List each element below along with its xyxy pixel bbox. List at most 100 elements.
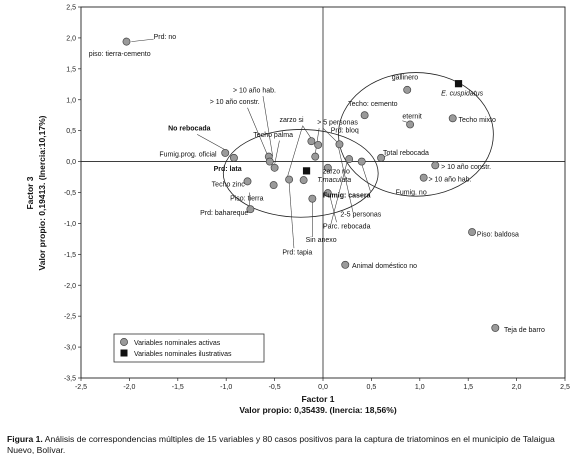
x-tick-label: -2,5 xyxy=(75,384,87,391)
active-variable-point xyxy=(448,114,457,123)
point-label: zarzo si xyxy=(279,117,304,124)
active-variable-point xyxy=(491,323,500,332)
leader-line xyxy=(288,182,295,249)
active-variable-point xyxy=(307,137,316,146)
active-variable-point xyxy=(431,161,440,170)
y-axis-title: Factor 3 xyxy=(25,176,35,209)
point-label: Fumig.prog. oficial xyxy=(159,152,217,159)
active-variable-point xyxy=(323,163,332,172)
point-label: Prd: bloq xyxy=(331,128,359,135)
point-labels: Prd: no piso: tierra-cemento > 10 año hab.… xyxy=(89,34,545,334)
leader-line xyxy=(338,147,354,213)
leader-line xyxy=(286,125,303,178)
leader-line xyxy=(361,163,371,192)
y-tick-label: 0,0 xyxy=(66,159,76,166)
leader-line xyxy=(302,125,312,139)
y-tick-label: 1,0 xyxy=(66,97,76,104)
point-label: T.maculata xyxy=(317,177,351,184)
correspondence-analysis-chart: Prd: no piso: tierra-cemento > 10 año hab.… xyxy=(25,5,570,416)
point-label: eternit xyxy=(402,113,422,120)
point-label: zarzo no xyxy=(323,168,350,175)
x-tick-label: 0,5 xyxy=(367,384,377,391)
group-ellipses xyxy=(222,72,494,218)
point-label: gallinero xyxy=(392,74,419,81)
point-label: Prd: lata xyxy=(214,166,242,173)
point-label: Techo zinc xyxy=(212,181,246,188)
caption-text: Análisis de correspondencias múltiples d… xyxy=(7,434,555,455)
point-label: > 10 año hab. xyxy=(233,87,276,94)
x-tick-label: -1,0 xyxy=(220,384,232,391)
active-variable-point xyxy=(269,181,278,190)
legend-label-illustrative: Variables nominales ilustrativas xyxy=(134,351,232,358)
x-tick-label: 2,5 xyxy=(560,384,570,391)
x-tick-label: -2,0 xyxy=(123,384,135,391)
point-label: Techo mixto xyxy=(459,117,496,124)
x-tick-label: 1,0 xyxy=(415,384,425,391)
point-label: Teja de barro xyxy=(504,327,545,334)
y-tick-label: 0,5 xyxy=(66,128,76,135)
point-label: Prd: no xyxy=(154,34,177,41)
active-variable-point xyxy=(335,140,344,149)
legend-box xyxy=(113,333,265,363)
point-label: Techo: cemento xyxy=(348,101,398,108)
y-tick-label: 2,0 xyxy=(66,35,76,42)
group-ellipse xyxy=(222,129,379,218)
leader-line xyxy=(329,195,337,223)
y-tick-label: 1,5 xyxy=(66,66,76,73)
group-ellipse xyxy=(338,72,494,197)
x-tick-label: -1,5 xyxy=(172,384,184,391)
illustrative-variable-point xyxy=(302,167,311,175)
active-variable-point xyxy=(308,194,317,203)
point-label: Piso: baldosa xyxy=(477,231,519,238)
active-variable-point xyxy=(243,177,252,186)
illustrative-variable-point xyxy=(454,80,463,88)
point-label: Animal doméstico no xyxy=(352,263,417,270)
x-axis-subtitle: Valor propio: 0,35439. (Inercia: 18,56%) xyxy=(239,405,396,415)
y-tick-label: -2,5 xyxy=(64,314,76,321)
leader-line xyxy=(197,134,226,151)
active-variable-point xyxy=(406,120,415,129)
point-label: Prd: bahareque xyxy=(200,210,248,217)
leader-line xyxy=(274,140,280,165)
point-label: piso: tierra-cemento xyxy=(89,51,151,58)
y-tick-label: -1,0 xyxy=(64,221,76,228)
y-tick-label: -3,0 xyxy=(64,345,76,352)
point-label: 2-5 personas xyxy=(340,212,381,219)
x-axis-title: Factor 1 xyxy=(301,394,334,404)
y-tick-label: -1,5 xyxy=(64,252,76,259)
figure-caption: Figura 1. Análisis de correspondencias m… xyxy=(7,434,573,456)
x-tick-label: -0,5 xyxy=(269,384,281,391)
legend-circle-icon xyxy=(120,338,128,346)
active-variable-point xyxy=(341,260,350,269)
active-variable-point xyxy=(246,205,255,214)
active-variable-point xyxy=(360,111,369,120)
active-variable-point xyxy=(122,37,131,46)
point-label: > 10 año hab. xyxy=(429,176,472,183)
axis-ticks: -2,5 -2,0 -1,5 -1,0 -0,5 0,0 0,5 1,0 1,5 2,0 2,5 2,… xyxy=(64,5,570,392)
y-tick-label: 2,5 xyxy=(66,5,76,12)
active-variable-point xyxy=(403,85,412,94)
active-variable-point xyxy=(357,157,366,166)
active-variable-point xyxy=(314,140,323,149)
point-label: Total rebocada xyxy=(383,150,429,157)
point-label: E. cuspidatus xyxy=(441,90,484,97)
point-label: Techo palma xyxy=(253,132,293,139)
active-variable-point xyxy=(299,176,308,185)
legend-label-active: Variables nominales activas xyxy=(134,340,221,347)
y-tick-label: -0,5 xyxy=(64,190,76,197)
legend: Variables nominales activas Variables no… xyxy=(113,333,265,363)
active-variable-point xyxy=(229,153,238,162)
point-label: Sin anexo xyxy=(306,237,337,244)
leader-line xyxy=(247,107,271,161)
point-label: Prd: tapia xyxy=(282,249,312,256)
y-tick-label: -3,5 xyxy=(64,376,76,383)
point-label: > 10 año constr. xyxy=(210,99,260,106)
y-tick-label: -2,0 xyxy=(64,283,76,290)
active-variable-point xyxy=(419,173,428,182)
leader-line xyxy=(131,38,154,42)
point-label: Parc. rebocada xyxy=(323,223,371,230)
point-label: Fumig: casera xyxy=(323,192,371,199)
point-label: Piso: tierra xyxy=(230,196,264,203)
active-variable-point xyxy=(285,175,294,184)
leader-line xyxy=(322,127,338,143)
